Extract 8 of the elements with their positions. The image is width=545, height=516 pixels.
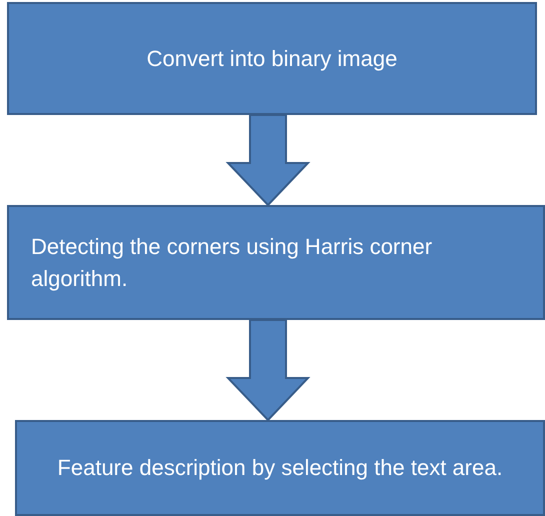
box-text: Convert into binary image [146,44,398,73]
process-box [7,2,537,115]
block-arrow [226,114,310,206]
box-text: Feature description by selecting the text area. [57,454,503,482]
block-arrow [226,319,310,422]
process-box [7,205,545,320]
box-text: Detecting the corners using Harris corner algorithm. [31,232,434,293]
process-box [15,420,545,516]
